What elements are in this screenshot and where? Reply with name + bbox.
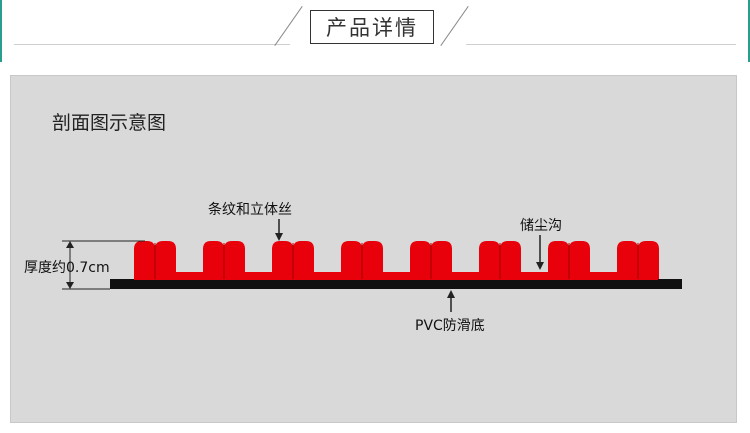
pile-connector — [134, 272, 658, 280]
pile-tuft — [155, 241, 176, 279]
pile-tuft — [203, 241, 224, 279]
left-edge-bar — [0, 0, 2, 62]
section-title: 产品详情 — [310, 10, 434, 44]
pile-tuft — [548, 241, 569, 279]
right-edge-bar — [748, 0, 750, 62]
pile-tuft — [500, 241, 521, 279]
pile-tuft — [134, 241, 155, 279]
base-arrow-head — [447, 290, 455, 298]
pile-tuft — [479, 241, 500, 279]
stripe-arrow-head — [275, 233, 283, 241]
pile-tuft — [410, 241, 431, 279]
dust-arrow-head — [536, 262, 544, 270]
label-pvc-base: PVC防滑底 — [415, 318, 485, 334]
pile-group — [134, 241, 659, 279]
pile-tuft — [617, 241, 638, 279]
pile-tuft — [362, 241, 383, 279]
pile-tuft — [224, 241, 245, 279]
label-dust-groove: 储尘沟 — [520, 218, 562, 234]
thickness-arrow-down — [66, 282, 74, 289]
pile-tuft — [272, 241, 293, 279]
pvc-base — [110, 279, 682, 289]
thickness-arrow-up — [66, 241, 74, 248]
label-thickness: 厚度约0.7cm — [24, 260, 110, 276]
header-line-right — [466, 44, 736, 45]
header-line-left — [14, 44, 290, 45]
pile-tuft — [293, 241, 314, 279]
pile-tuft — [569, 241, 590, 279]
pile-tuft — [431, 241, 452, 279]
diagram-title: 剖面图示意图 — [52, 112, 167, 134]
label-stripe: 条纹和立体丝 — [208, 202, 292, 218]
pile-tuft — [341, 241, 362, 279]
section-title-text: 产品详情 — [326, 16, 418, 40]
pile-tuft — [638, 241, 659, 279]
